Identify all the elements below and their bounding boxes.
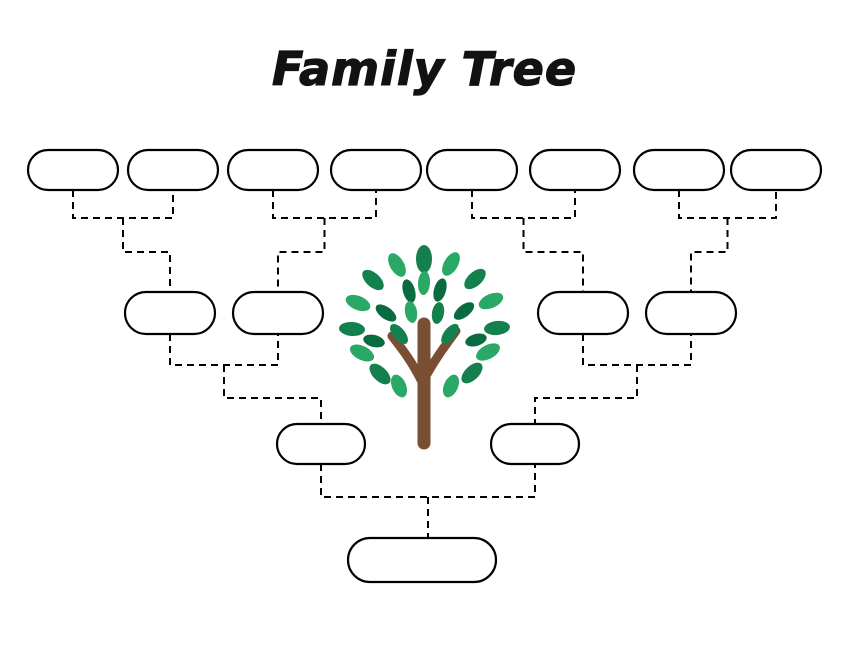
node-grandparent-3[interactable] xyxy=(536,290,630,336)
leaf xyxy=(442,374,460,398)
connector-greatgrandparents-pair-3 xyxy=(471,190,584,292)
leaf xyxy=(402,279,416,303)
generation-parents xyxy=(275,422,581,466)
leaf xyxy=(388,253,406,277)
generation-grandparents xyxy=(123,290,738,336)
leaf xyxy=(464,268,486,290)
leaf xyxy=(363,334,385,348)
node-child[interactable] xyxy=(346,536,498,584)
connector-greatgrandparents-pair-1 xyxy=(72,190,174,292)
node-great-grandparent-4[interactable] xyxy=(329,148,423,192)
node-great-grandparent-5[interactable] xyxy=(425,148,519,192)
leaf xyxy=(390,374,408,398)
leaf xyxy=(339,321,365,337)
page-title: Family Tree xyxy=(271,41,578,96)
node-grandparent-1[interactable] xyxy=(123,290,217,336)
leaf xyxy=(433,278,447,302)
tree-foliage xyxy=(339,245,510,398)
connector-greatgrandparents-pair-2 xyxy=(272,190,377,292)
node-great-grandparent-1[interactable] xyxy=(26,148,120,192)
leaf xyxy=(453,302,475,320)
leaf xyxy=(369,363,391,385)
node-parent-1[interactable] xyxy=(275,422,367,466)
node-great-grandparent-3[interactable] xyxy=(226,148,320,192)
connector-parents xyxy=(320,464,536,538)
node-parent-2[interactable] xyxy=(489,422,581,466)
leaf xyxy=(404,301,418,323)
leaf xyxy=(431,302,445,324)
leaf xyxy=(375,304,397,322)
leaf xyxy=(442,252,460,276)
leaf xyxy=(345,294,371,312)
generation-great-grandparents xyxy=(26,148,823,192)
connector-greatgrandparents-pair-4 xyxy=(678,190,777,292)
tree-illustration xyxy=(339,245,510,450)
generation-child xyxy=(346,536,498,584)
node-great-grandparent-6[interactable] xyxy=(528,148,622,192)
leaf xyxy=(465,333,487,347)
leaf xyxy=(441,323,459,345)
connectors xyxy=(72,190,777,538)
node-great-grandparent-7[interactable] xyxy=(632,148,726,192)
leaf xyxy=(484,320,510,336)
leaf xyxy=(362,269,384,291)
leaf xyxy=(476,343,500,361)
leaf xyxy=(349,344,375,362)
leaf xyxy=(478,292,504,310)
connector-grandparents-right xyxy=(534,334,692,424)
node-great-grandparent-8[interactable] xyxy=(729,148,823,192)
tree-branch-left xyxy=(387,331,426,385)
leaf xyxy=(390,324,408,344)
node-grandparent-4[interactable] xyxy=(644,290,738,336)
leaf xyxy=(461,362,483,384)
node-great-grandparent-2[interactable] xyxy=(126,148,220,192)
leaf xyxy=(417,271,431,295)
leaf xyxy=(416,245,432,273)
connector-grandparents-left xyxy=(169,334,322,424)
node-grandparent-2[interactable] xyxy=(231,290,325,336)
